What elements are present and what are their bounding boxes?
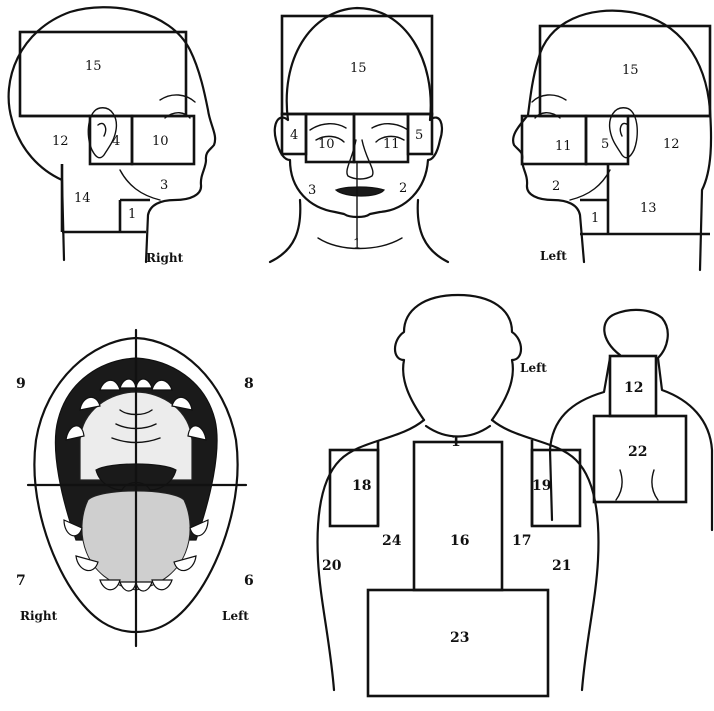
side-label-right-head: Right — [146, 251, 184, 265]
head-front-torso — [395, 295, 521, 420]
region-label-5-front: 5 — [415, 128, 423, 143]
jaw-right — [120, 170, 160, 200]
region-label-10: 10 — [152, 134, 169, 149]
quadrant-label-6: 6 — [244, 573, 254, 589]
shoulders-arms — [318, 420, 599, 690]
region-label-11-left: 11 — [555, 139, 572, 154]
region-label-3: 3 — [160, 178, 168, 193]
region-label-1-torso: 1 — [451, 434, 461, 450]
back-creases — [616, 470, 658, 500]
torso-front: 1 18 19 24 16 17 20 21 23 Left — [318, 295, 599, 696]
quadrant-label-8: 8 — [244, 376, 254, 392]
side-label-mouth-left: Left — [222, 609, 249, 623]
region-label-11-front: 11 — [383, 137, 400, 152]
region-label-17: 17 — [512, 533, 531, 549]
side-label-mouth-right: Right — [20, 609, 58, 623]
side-label-torso-left: Left — [520, 361, 547, 375]
region-label-12: 12 — [52, 134, 69, 149]
mouth-diagram: 9 8 7 6 Right Left — [16, 330, 254, 646]
region-label-1-left: 1 — [591, 211, 599, 226]
region-label-21: 21 — [552, 558, 571, 574]
jaw-left — [570, 170, 610, 200]
head-front: 15 4 10 11 5 3 2 1 — [270, 8, 448, 262]
region-label-2-front: 2 — [399, 181, 407, 196]
mouth-front — [336, 187, 384, 196]
region-label-16: 16 — [450, 533, 469, 549]
region-label-20: 20 — [322, 558, 342, 574]
nose-front — [347, 140, 373, 179]
region-label-13-left: 13 — [640, 201, 657, 216]
region-label-10-front: 10 — [318, 137, 335, 152]
region-label-24: 24 — [382, 533, 402, 549]
region-16 — [414, 442, 502, 590]
region-label-12-back: 12 — [624, 380, 643, 396]
region-label-4: 4 — [112, 134, 120, 149]
region-label-22-back: 22 — [628, 444, 647, 460]
region-label-18: 18 — [352, 478, 371, 494]
region-label-3-front: 3 — [308, 183, 316, 198]
region-label-15-left: 15 — [622, 63, 639, 78]
region-label-19: 19 — [532, 478, 551, 494]
head-left-outline — [513, 11, 711, 270]
region-label-15: 15 — [85, 59, 102, 74]
region-label-1-front: 1 — [353, 237, 361, 252]
head-left-profile: 15 11 5 12 2 13 1 Left — [513, 11, 711, 270]
region-label-12-left: 12 — [663, 137, 680, 152]
quadrant-label-9: 9 — [16, 376, 26, 392]
neck-front — [270, 200, 448, 262]
brows-front — [310, 124, 408, 130]
region-label-5-left: 5 — [601, 137, 609, 152]
region-label-14: 14 — [74, 191, 91, 206]
quadrant-label-7: 7 — [16, 573, 26, 589]
region-11-left — [522, 116, 586, 164]
region-label-23: 23 — [450, 630, 469, 646]
head-front-outline — [275, 8, 442, 217]
torso-back-outline — [550, 310, 712, 530]
region-label-15-front: 15 — [350, 61, 367, 76]
region-label-2-left: 2 — [552, 179, 560, 194]
torso-back: 12 22 — [550, 310, 712, 530]
side-label-left-head: Left — [540, 249, 567, 263]
head-right-profile: 15 12 4 10 3 14 1 Right — [9, 7, 215, 265]
region-label-4-front: 4 — [290, 128, 298, 143]
region-15 — [20, 32, 186, 116]
brow-left — [532, 95, 566, 102]
region-label-1: 1 — [128, 207, 136, 222]
brow-right — [160, 95, 195, 102]
